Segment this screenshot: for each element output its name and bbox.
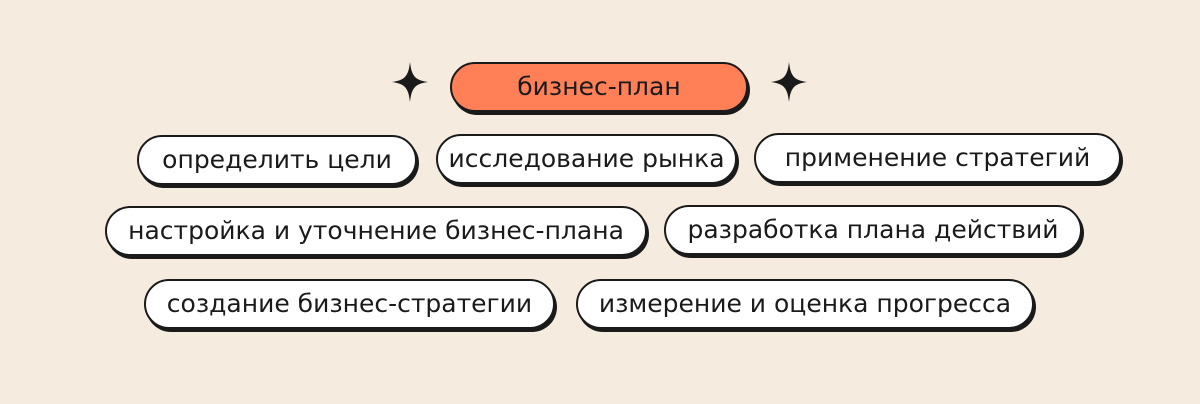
- topic-pill-progress-evaluation: измерение и оценка прогресса: [576, 279, 1034, 329]
- topic-pill-business-strategy: создание бизнес-стратегии: [144, 279, 555, 329]
- topic-pill-refine-business-plan: настройка и уточнение бизнес-плана: [105, 206, 647, 256]
- sparkle-icon: [771, 62, 807, 102]
- topic-pill-action-plan: разработка плана действий: [664, 205, 1082, 255]
- central-topic-pill: бизнес-план: [450, 62, 748, 112]
- sparkle-icon: [392, 62, 428, 102]
- topic-pill-define-goals: определить цели: [137, 135, 417, 185]
- topic-pill-market-research: исследование рынка: [436, 134, 737, 184]
- topic-pill-apply-strategies: применение стратегий: [754, 133, 1121, 183]
